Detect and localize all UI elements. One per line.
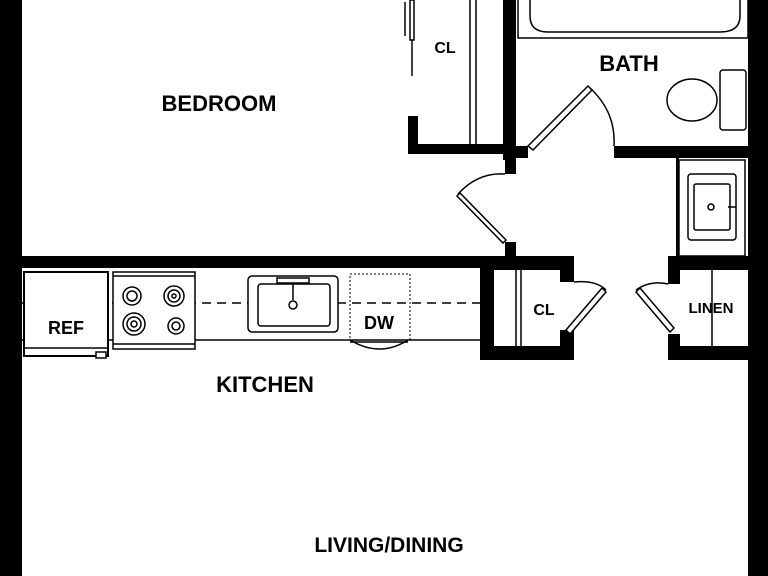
stove (112, 271, 196, 350)
kitchen-label: KITCHEN (216, 372, 314, 397)
kitchen-sink (247, 275, 339, 333)
living-dining-label: LIVING/DINING (314, 534, 463, 557)
interior-walls (22, 0, 748, 360)
bedroom-closet (404, 0, 477, 144)
bath-label: BATH (599, 51, 658, 76)
linen-label: LINEN (689, 300, 734, 317)
refrigerator-label: REF (48, 318, 84, 338)
hall-closet-label: CL (533, 302, 555, 319)
linen-closet (634, 270, 713, 346)
toilet (666, 69, 747, 131)
bedroom-closet-label: CL (434, 40, 456, 57)
dishwasher-label: DW (364, 313, 394, 333)
bathtub (517, 0, 749, 39)
hall-door (455, 173, 508, 245)
bedroom-label: BEDROOM (162, 91, 277, 116)
bath-vanity (678, 159, 746, 257)
hall-closet (515, 270, 608, 346)
bath-door (526, 84, 615, 152)
refrigerator (23, 271, 109, 359)
dishwasher (349, 273, 411, 350)
